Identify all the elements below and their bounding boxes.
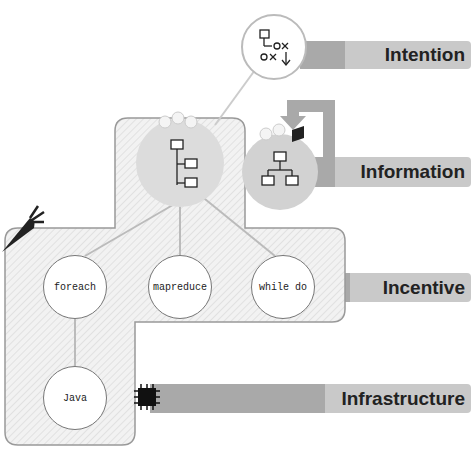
node-label: foreach: [54, 282, 96, 293]
leader-line: [215, 70, 255, 125]
tree-icon: [262, 152, 298, 185]
loop-circle: mapreduce: [148, 255, 212, 319]
hatched-region: [5, 118, 345, 445]
intention-circle: [242, 15, 306, 79]
hierarchy-icon: [171, 140, 197, 187]
label-band: Infrastructure: [325, 384, 471, 413]
carrot-icon: [2, 206, 44, 252]
strategy-icon: [260, 30, 290, 65]
connector-line: [74, 319, 76, 366]
band-strip: [150, 384, 325, 413]
model-circle: [136, 119, 224, 207]
information-circle: [242, 134, 318, 210]
node-label: mapreduce: [153, 282, 207, 293]
loop-circle: while do: [251, 255, 315, 319]
node-label: Information: [361, 161, 466, 183]
node-label: Java: [63, 393, 87, 404]
tree-line: [179, 205, 181, 255]
label-band: Information: [335, 157, 471, 187]
loop-circle: foreach: [43, 255, 107, 319]
node-label: Incentive: [383, 277, 465, 299]
node-label: while do: [259, 282, 307, 293]
book-icon: [292, 126, 304, 142]
chip-icon: [134, 384, 160, 410]
label-band: Intention: [345, 41, 471, 69]
label-band: Incentive: [350, 273, 471, 302]
node-label: Infrastructure: [341, 388, 465, 410]
node-label: Intention: [385, 44, 465, 66]
language-circle: Java: [43, 366, 107, 430]
